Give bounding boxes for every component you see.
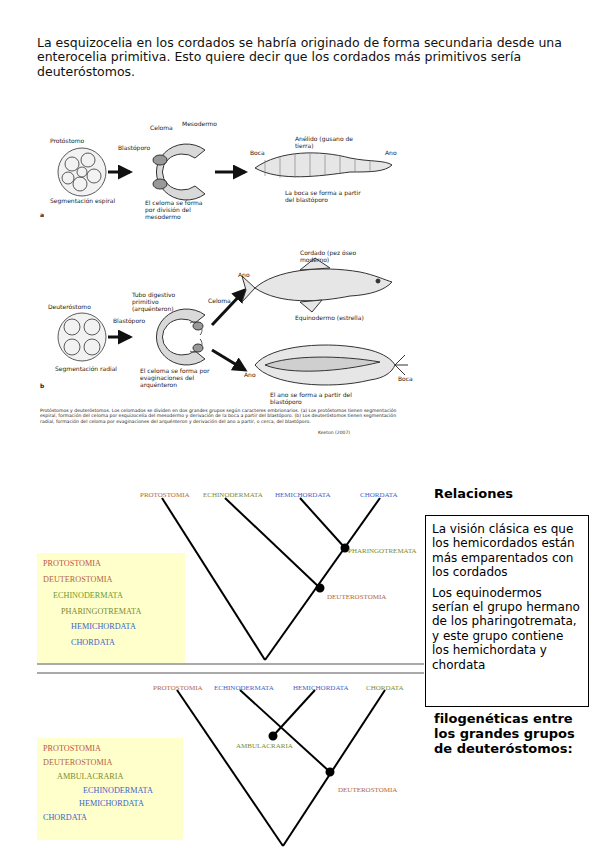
stage-label: Segmentación radial <box>55 366 125 373</box>
stage-arrow <box>212 350 245 370</box>
taxon-label: CHORDATA <box>366 684 411 692</box>
separator <box>37 664 424 673</box>
part-label: Blastóporo <box>118 145 163 152</box>
panel-letter: a <box>40 212 50 219</box>
clade-label: AMBULACRARIA <box>236 742 301 750</box>
gastrula-protostome <box>153 144 205 200</box>
clade-label: PHARINGOTREMATA <box>348 547 418 555</box>
stage-arrow <box>108 171 130 174</box>
intro-text: La esquizocelia en los cordados se habrí… <box>37 36 582 79</box>
gastrula-deuterostome <box>156 309 205 365</box>
outline-list: PROTOSTOMIA DEUTEROSTOMIA AMBULACRARIA ECHI… <box>37 738 183 840</box>
taxon-label: PROTOSTOMIA <box>140 491 200 499</box>
part-label: Ano <box>385 150 405 157</box>
note-label: El celoma se forma por evaginaciones del… <box>140 368 210 389</box>
stage-label: Deuteróstomo <box>48 304 108 311</box>
heading-text: filogenéticas entre los grandes grupos d… <box>434 712 584 757</box>
list-item: HEMICHORDATA <box>43 622 179 632</box>
list-item: DEUTEROSTOMIA <box>43 575 179 585</box>
part-label: Blastóporo <box>113 318 158 325</box>
source-label: Keeton (2007) <box>290 430 350 435</box>
taxon-label: PROTOSTOMIA <box>153 684 213 692</box>
fish <box>242 258 392 312</box>
part-label: Boca <box>250 150 280 157</box>
list-item: ECHINODERMATA <box>43 591 179 601</box>
organism-label: Anélido (gusano de tierra) <box>295 136 365 150</box>
part-label: Celoma <box>208 298 248 305</box>
organism-label: Equinodermo (estrella) <box>295 315 365 322</box>
list-item: HEMICHORDATA <box>43 799 177 809</box>
panel-letter: b <box>40 383 50 390</box>
figure-caption: Protóstomos y deuteróstomos. Los celomad… <box>40 408 400 424</box>
clade-label: DEUTEROSTOMIA <box>338 786 403 794</box>
heading-text: Relaciones <box>434 487 584 502</box>
taxon-label: HEMICHORDATA <box>275 491 333 499</box>
part-label: Mesodermo <box>182 121 232 128</box>
part-label: Ano <box>244 372 264 379</box>
note-label: El ano se forma a partir del blastóporo <box>270 392 355 406</box>
embryo-spiral <box>58 148 106 196</box>
organism-label: Cordado (pez óseo moderno) <box>300 250 380 264</box>
note-text: La visión clásica es que los hemicordado… <box>432 522 582 580</box>
part-label: Tubo digestivo primitivo (arquénteron) <box>132 292 202 313</box>
taxon-label: HEMICHORDATA <box>293 684 351 692</box>
annelid <box>255 153 392 178</box>
stage-arrow <box>108 336 130 339</box>
cladogram-classic <box>162 498 380 660</box>
note-label: La boca se forma a partir del blastóporo <box>285 190 370 204</box>
taxon-label: ECHINODERMATA <box>203 491 265 499</box>
list-item: ECHINODERMATA <box>43 786 177 796</box>
stage-arrow <box>215 171 245 174</box>
taxon-label: CHORDATA <box>360 491 405 499</box>
list-item: PROTOSTOMIA <box>43 559 179 569</box>
outline-list: PROTOSTOMIA DEUTEROSTOMIA ECHINODERMATA PHA… <box>37 553 185 663</box>
part-label: Ano <box>238 272 258 279</box>
list-item: PHARINGOTREMATA <box>43 607 179 617</box>
note-box: La visión clásica es que los hemicordado… <box>425 515 589 707</box>
stage-label: Segmentación espiral <box>50 198 125 205</box>
starfish-larva <box>255 345 408 385</box>
list-item: AMBULACRARIA <box>43 772 177 782</box>
stage-arrow <box>212 290 245 325</box>
embryo-radial <box>58 313 106 361</box>
list-item: DEUTEROSTOMIA <box>43 758 177 768</box>
stage-label: Protóstomo <box>50 138 105 145</box>
list-item: CHORDATA <box>43 638 179 648</box>
note-label: El celoma se forma por división del meso… <box>145 200 210 221</box>
taxon-label: ECHINODERMATA <box>214 684 276 692</box>
part-label: Boca <box>398 376 423 383</box>
clade-label: DEUTEROSTOMIA <box>327 593 392 601</box>
note-text: Los equinodermos serían el grupo hermano… <box>432 586 582 672</box>
cladogram-ambulacraria <box>177 690 385 846</box>
list-item: CHORDATA <box>43 813 177 823</box>
list-item: PROTOSTOMIA <box>43 744 177 754</box>
